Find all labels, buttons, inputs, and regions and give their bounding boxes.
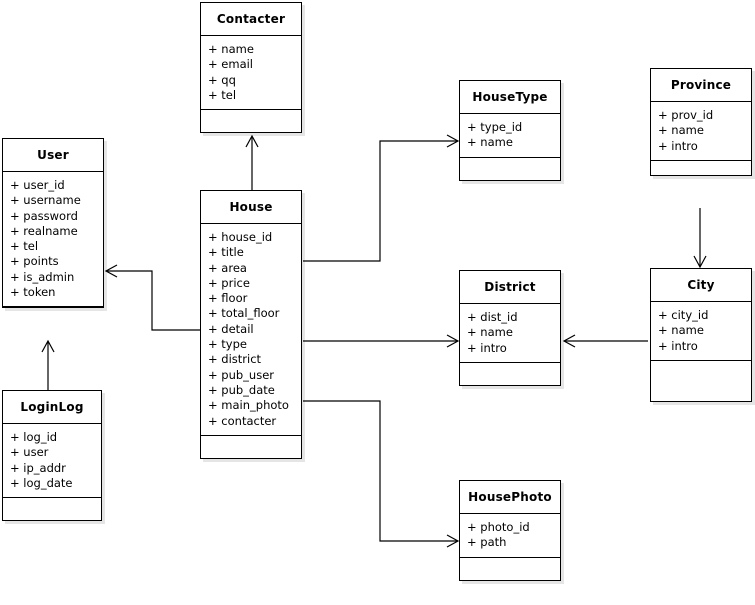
- class-operations-housephoto: [460, 558, 560, 580]
- class-title-contacter: Contacter: [201, 3, 301, 36]
- attribute-row: + city_id: [658, 308, 709, 322]
- class-title-city: City: [651, 269, 751, 302]
- attribute-row: + realname: [10, 223, 78, 238]
- attribute-row: + type_id: [467, 120, 523, 134]
- class-title-housetype: HouseType: [460, 81, 560, 114]
- class-box-housetype[interactable]: HouseType + type_id + name: [459, 80, 561, 181]
- connector-house-user: [104, 264, 200, 331]
- class-title-user: User: [3, 139, 103, 172]
- attribute-row: + log_id: [10, 430, 58, 444]
- attribute-row: + type: [208, 337, 247, 352]
- attribute-row: + contacter: [208, 413, 277, 428]
- class-box-housephoto[interactable]: HousePhoto + photo_id + path: [459, 480, 561, 581]
- connector-house-district: [303, 334, 460, 348]
- attribute-row: + name: [208, 42, 254, 56]
- class-box-province[interactable]: Province + prov_id + name + intro: [650, 68, 752, 176]
- connector-province-city: [693, 208, 707, 269]
- connector-house-housetype: [303, 134, 460, 262]
- attribute-row: + house_id: [208, 230, 273, 244]
- class-attributes-user: + user_id + username + password + realna…: [3, 172, 103, 308]
- attribute-row: + username: [10, 193, 81, 208]
- class-attributes-house: + house_id + title + area + price + floo…: [201, 224, 301, 436]
- class-operations-district: [460, 363, 560, 385]
- class-box-house[interactable]: House + house_id + title + area + price …: [200, 190, 302, 459]
- attribute-row: + log_date: [10, 475, 73, 490]
- attribute-row: + is_admin: [10, 269, 75, 284]
- attribute-row: + detail: [208, 321, 254, 336]
- class-operations-contacter: [201, 110, 301, 132]
- class-attributes-housetype: + type_id + name: [460, 114, 560, 158]
- class-attributes-province: + prov_id + name + intro: [651, 102, 751, 161]
- attribute-row: + dist_id: [467, 310, 518, 324]
- class-title-province: Province: [651, 69, 751, 102]
- attribute-row: + qq: [208, 72, 236, 87]
- attribute-row: + photo_id: [467, 520, 530, 534]
- attribute-row: + pub_date: [208, 382, 275, 397]
- attribute-row: + floor: [208, 291, 248, 306]
- attribute-row: + name: [658, 323, 704, 338]
- connector-house-contacter: [245, 134, 259, 190]
- attribute-row: + token: [10, 285, 56, 300]
- class-box-district[interactable]: District + dist_id + name + intro: [459, 270, 561, 386]
- class-operations-house: [201, 436, 301, 458]
- class-attributes-district: + dist_id + name + intro: [460, 304, 560, 363]
- attribute-row: + path: [467, 535, 507, 550]
- attribute-row: + name: [467, 325, 513, 340]
- class-box-city[interactable]: City + city_id + name + intro: [650, 268, 752, 402]
- class-attributes-loginlog: + log_id + user + ip_addr + log_date: [3, 424, 101, 499]
- class-title-district: District: [460, 271, 560, 304]
- class-operations-housetype: [460, 158, 560, 180]
- attribute-row: + title: [208, 245, 244, 260]
- class-operations-province: [651, 161, 751, 175]
- attribute-row: + main_photo: [208, 398, 289, 413]
- connector-house-housephoto: [303, 400, 460, 548]
- connector-city-district: [562, 334, 648, 348]
- class-box-user[interactable]: User + user_id + username + password + r…: [2, 138, 104, 309]
- class-attributes-contacter: + name + email + qq + tel: [201, 36, 301, 111]
- attribute-row: + intro: [658, 338, 698, 353]
- attribute-row: + intro: [658, 138, 698, 153]
- attribute-row: + name: [658, 123, 704, 138]
- attribute-row: + tel: [10, 239, 39, 254]
- attribute-row: + email: [208, 57, 254, 72]
- connector-loginlog-user: [41, 339, 55, 390]
- class-operations-loginlog: [3, 498, 101, 520]
- attribute-row: + total_floor: [208, 306, 280, 321]
- attribute-row: + price: [208, 275, 250, 290]
- attribute-row: + password: [10, 208, 78, 223]
- attribute-row: + prov_id: [658, 108, 714, 122]
- class-operations-city: [651, 361, 751, 401]
- attribute-row: + name: [467, 135, 513, 150]
- attribute-row: + district: [208, 352, 262, 367]
- attribute-row: + tel: [208, 87, 237, 102]
- attribute-row: + intro: [467, 340, 507, 355]
- class-box-contacter[interactable]: Contacter + name + email + qq + tel: [200, 2, 302, 134]
- attribute-row: + ip_addr: [10, 460, 66, 475]
- class-attributes-housephoto: + photo_id + path: [460, 514, 560, 558]
- attribute-row: + user: [10, 445, 49, 460]
- class-attributes-city: + city_id + name + intro: [651, 302, 751, 361]
- class-box-loginlog[interactable]: LoginLog + log_id + user + ip_addr + log…: [2, 390, 102, 522]
- attribute-row: + pub_user: [208, 367, 275, 382]
- attribute-row: + area: [208, 260, 247, 275]
- class-title-house: House: [201, 191, 301, 224]
- class-title-loginlog: LoginLog: [3, 391, 101, 424]
- attribute-row: + user_id: [10, 178, 65, 192]
- class-title-housephoto: HousePhoto: [460, 481, 560, 514]
- attribute-row: + points: [10, 254, 59, 269]
